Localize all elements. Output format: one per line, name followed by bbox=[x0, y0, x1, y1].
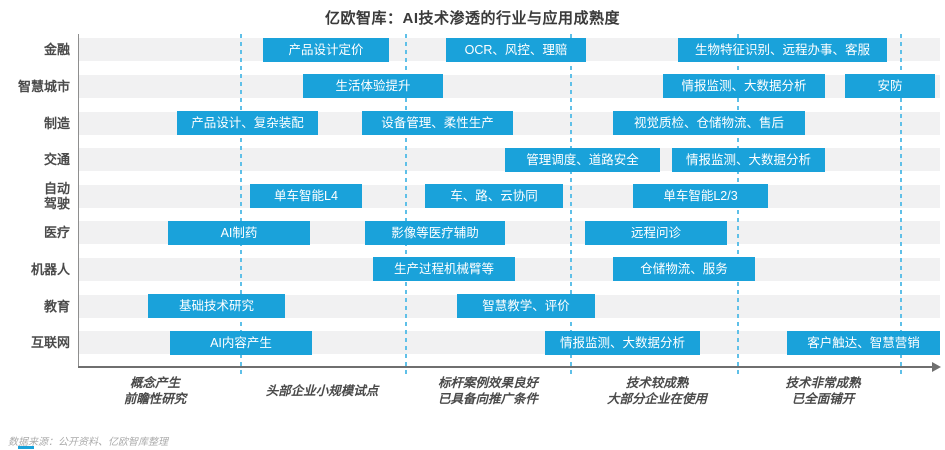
maturity-box: 产品设计、复杂装配 bbox=[177, 111, 318, 135]
maturity-box: 视觉质检、仓储物流、售后 bbox=[613, 111, 805, 135]
source-note: 数据来源：公开资料、亿欧智库整理 bbox=[8, 437, 168, 448]
maturity-box: 单车智能L2/3 bbox=[633, 184, 768, 209]
stage-label: 标杆案例效果良好已具备向推广条件 bbox=[437, 376, 538, 406]
stage-label: 头部企业小规模试点 bbox=[265, 384, 379, 398]
maturity-box: 智慧教学、评价 bbox=[457, 294, 595, 318]
maturity-box: 客户触达、智慧营销 bbox=[787, 330, 940, 355]
stage-divider-line bbox=[570, 34, 572, 375]
stage-label: 技术非常成熟已全面铺开 bbox=[785, 376, 861, 406]
stage-divider-line bbox=[405, 34, 407, 375]
maturity-box: 生产过程机械臂等 bbox=[373, 257, 515, 282]
maturity-box: 管理调度、道路安全 bbox=[505, 147, 660, 172]
industry-label: 机器人 bbox=[30, 261, 70, 277]
industry-label: 医疗 bbox=[43, 225, 70, 241]
maturity-box: 情报监测、大数据分析 bbox=[663, 74, 825, 99]
industry-label: 自动驾驶 bbox=[43, 181, 70, 212]
x-axis-line bbox=[78, 366, 934, 368]
maturity-box: 基础技术研究 bbox=[148, 294, 285, 318]
stage-divider-line bbox=[240, 34, 242, 375]
maturity-box: 车、路、云协同 bbox=[425, 184, 563, 209]
maturity-box: 设备管理、柔性生产 bbox=[362, 111, 513, 135]
maturity-box: AI内容产生 bbox=[170, 330, 312, 355]
industry-label: 互联网 bbox=[30, 335, 70, 351]
stage-label: 技术较成熟大部分企业在使用 bbox=[606, 376, 707, 406]
maturity-box: 生物特征识别、远程办事、客服 bbox=[678, 37, 887, 62]
maturity-box: AI制药 bbox=[168, 220, 310, 245]
x-axis-arrow-icon bbox=[932, 362, 941, 372]
industry-label: 交通 bbox=[43, 152, 70, 168]
maturity-box: 产品设计定价 bbox=[263, 37, 389, 62]
maturity-box: 单车智能L4 bbox=[250, 184, 362, 209]
bottom-left-accent-line bbox=[18, 446, 34, 449]
y-axis-line bbox=[78, 34, 79, 367]
chart-title: 亿欧智库：AI技术渗透的行业与应用成熟度 bbox=[324, 10, 620, 27]
maturity-box: 远程问诊 bbox=[585, 220, 727, 245]
industry-label: 制造 bbox=[43, 115, 70, 131]
industry-label: 教育 bbox=[43, 298, 70, 314]
maturity-box: OCR、风控、理赔 bbox=[446, 37, 586, 62]
maturity-box: 生活体验提升 bbox=[303, 74, 443, 99]
maturity-box: 情报监测、大数据分析 bbox=[672, 147, 825, 172]
industry-label: 金融 bbox=[43, 42, 70, 58]
industry-label: 智慧城市 bbox=[17, 78, 70, 94]
stage-divider-line bbox=[900, 34, 902, 375]
maturity-box: 影像等医疗辅助 bbox=[365, 220, 505, 245]
stage-label: 概念产生前瞻性研究 bbox=[123, 376, 187, 406]
maturity-box: 仓储物流、服务 bbox=[613, 257, 755, 282]
maturity-box: 安防 bbox=[845, 74, 935, 99]
maturity-box: 情报监测、大数据分析 bbox=[545, 330, 700, 355]
